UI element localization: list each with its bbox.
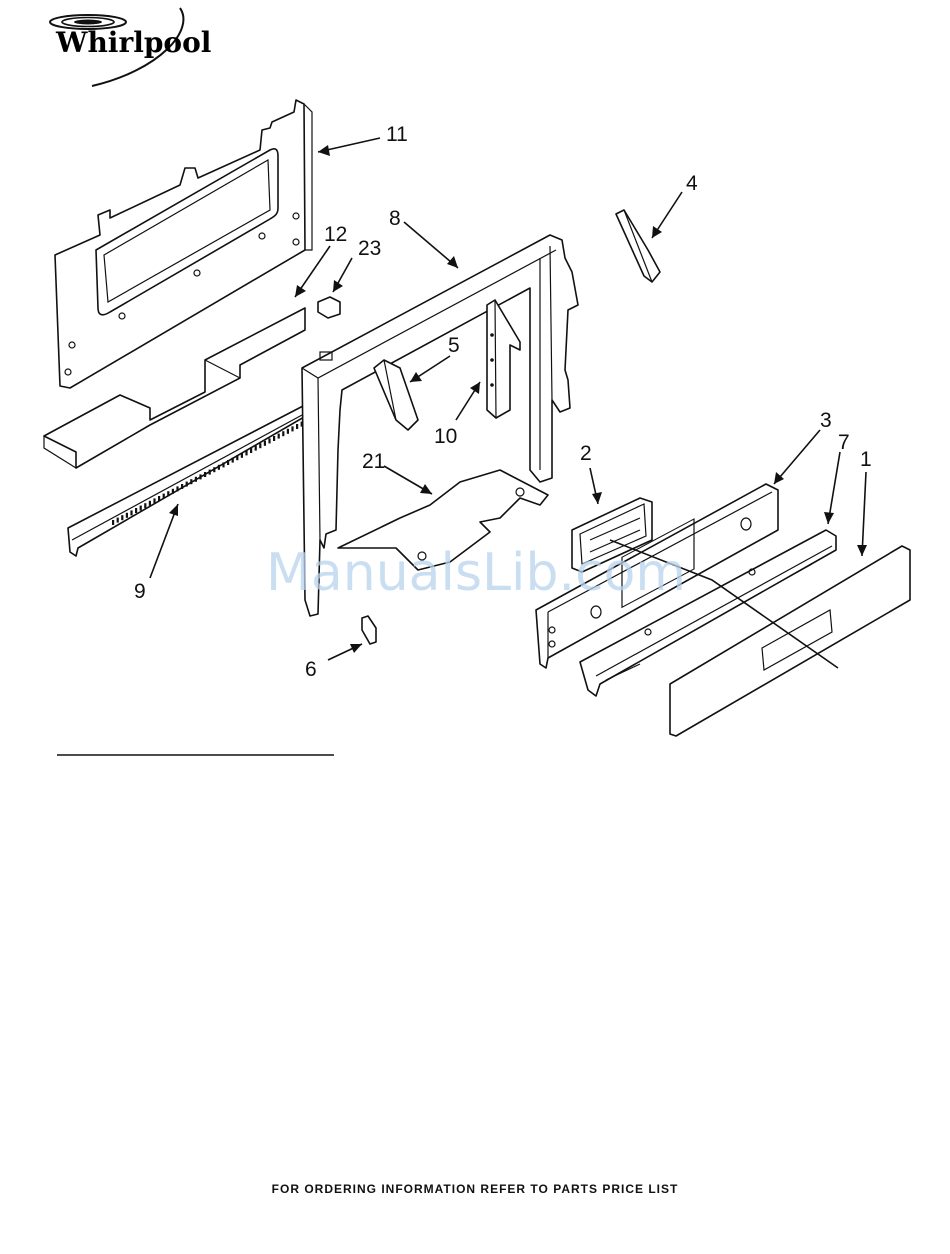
part-23-switch xyxy=(318,297,340,318)
vent-slot xyxy=(236,455,238,460)
callout-4: 4 xyxy=(686,172,698,195)
vent-slot xyxy=(126,513,128,518)
vent-slot xyxy=(204,472,206,477)
callout-2: 2 xyxy=(580,442,592,465)
whirlpool-logo: Whirlpool xyxy=(50,8,211,86)
callout-6: 6 xyxy=(305,658,317,681)
vent-slot xyxy=(282,431,284,436)
vent-slot xyxy=(172,489,174,494)
callout-3: 3 xyxy=(820,409,832,432)
callout-1: 1 xyxy=(860,448,872,471)
part-5-clip xyxy=(374,360,418,430)
vent-slot xyxy=(255,446,257,451)
part-4-end-cap xyxy=(616,210,660,282)
vent-slot xyxy=(291,426,293,431)
vent-slot xyxy=(130,510,132,515)
callout-7: 7 xyxy=(838,431,850,454)
brand-name: Whirlpool xyxy=(55,26,211,59)
vent-slot xyxy=(250,448,252,453)
vent-slot xyxy=(259,443,261,448)
vent-slot xyxy=(222,462,224,467)
footer-note: FOR ORDERING INFORMATION REFER TO PARTS … xyxy=(0,1182,950,1196)
callout-10: 10 xyxy=(434,425,457,448)
callout-21: 21 xyxy=(362,450,385,473)
vent-slot xyxy=(158,496,160,501)
vent-slot xyxy=(264,441,266,446)
vent-slot xyxy=(245,450,247,455)
part-10-bracket xyxy=(487,300,520,418)
vent-slot xyxy=(121,515,123,520)
vent-slot xyxy=(149,501,151,506)
callout-12: 12 xyxy=(324,223,347,246)
vent-slot xyxy=(144,503,146,508)
vent-slot xyxy=(232,458,234,463)
vent-slot xyxy=(278,434,280,439)
callout-8: 8 xyxy=(389,207,401,230)
part-6-small-clip xyxy=(362,616,376,644)
vent-slot xyxy=(287,429,289,434)
vent-slot xyxy=(153,498,155,503)
vent-slot xyxy=(117,518,119,523)
vent-slot xyxy=(112,520,114,525)
vent-slot xyxy=(135,508,137,513)
callout-11: 11 xyxy=(386,123,408,146)
vent-slot xyxy=(296,424,298,429)
vent-slot xyxy=(190,479,192,484)
vent-slot xyxy=(199,474,201,479)
callout-5: 5 xyxy=(448,334,460,357)
vent-slot xyxy=(167,491,169,496)
callout-9: 9 xyxy=(134,580,146,603)
vent-slot xyxy=(186,482,188,487)
vent-slot xyxy=(140,506,142,511)
vent-slot xyxy=(181,484,183,489)
vent-slot xyxy=(195,477,197,482)
vent-slot xyxy=(273,436,275,441)
vent-slot xyxy=(218,465,220,470)
watermark: ManualsLib.com xyxy=(266,543,686,603)
vent-slot xyxy=(213,467,215,472)
vent-slot xyxy=(268,438,270,443)
vent-slot xyxy=(227,460,229,465)
callout-23: 23 xyxy=(358,237,381,260)
vent-slot xyxy=(209,470,211,475)
vent-slot xyxy=(176,486,178,491)
vent-slot xyxy=(241,453,243,458)
vent-slot xyxy=(163,494,165,499)
